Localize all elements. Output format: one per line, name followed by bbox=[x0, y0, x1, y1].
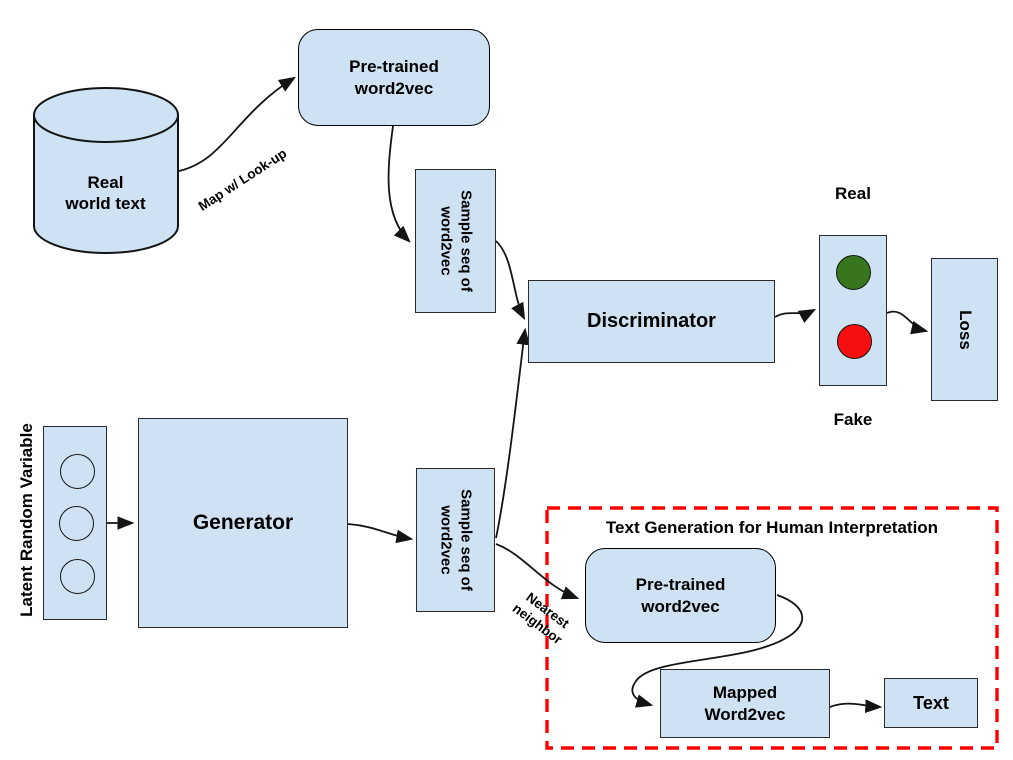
loss-label: Loss bbox=[955, 309, 975, 350]
dashed-region-border bbox=[545, 506, 999, 750]
loss-node: Loss bbox=[931, 258, 998, 401]
generator-node: Generator bbox=[138, 418, 348, 628]
sample-seq-real-node: Sample seq of word2vec bbox=[415, 169, 496, 313]
arrow-pretrained-to-mapped bbox=[631, 594, 804, 708]
real-light-icon bbox=[836, 255, 871, 290]
database-cylinder-shape bbox=[33, 87, 179, 254]
pretrained-word2vec-top-node: Pre-trained word2vec bbox=[298, 29, 490, 126]
latent-unit-icon bbox=[59, 506, 94, 541]
real-world-text-label: Real world text bbox=[65, 173, 146, 214]
pretrained-word2vec-bottom-node: Pre-trained word2vec bbox=[585, 548, 776, 643]
sample-seq-fake-label: Sample seq of word2vec bbox=[437, 489, 475, 591]
latent-unit-icon bbox=[60, 559, 95, 594]
dashed-region-title: Text Generation for Human Interpretation bbox=[605, 518, 939, 537]
arrow-realtext-to-word2vec bbox=[178, 76, 297, 172]
arrow-real-sample-to-discriminator bbox=[495, 240, 526, 321]
fake-indicator-label: Fake bbox=[833, 410, 873, 429]
latent-random-variable-label: Latent Random Variable bbox=[17, 423, 36, 617]
arrow-generator-to-sample bbox=[347, 523, 414, 544]
sample-seq-real-label: Sample seq of word2vec bbox=[437, 190, 475, 292]
arrow-sample-to-pretrained-nearest bbox=[495, 543, 580, 600]
latent-unit-icon bbox=[60, 454, 95, 489]
latent-vector-node bbox=[43, 426, 107, 620]
fake-light-icon bbox=[837, 324, 872, 359]
arrow-discriminator-to-indicator bbox=[774, 308, 817, 323]
discriminator-node: Discriminator bbox=[528, 280, 775, 363]
sample-seq-fake-node: Sample seq of word2vec bbox=[416, 468, 495, 612]
mapped-word2vec-node: Mapped Word2vec bbox=[660, 669, 830, 738]
arrow-fake-sample-to-discriminator bbox=[495, 327, 530, 539]
arrow-word2vec-to-sample bbox=[387, 125, 411, 243]
arrow-indicator-to-loss bbox=[886, 310, 929, 335]
indicator-node bbox=[819, 235, 887, 386]
arrow-mapped-to-text bbox=[829, 699, 883, 714]
real-indicator-label: Real bbox=[835, 184, 871, 203]
text-output-node: Text bbox=[884, 678, 978, 728]
